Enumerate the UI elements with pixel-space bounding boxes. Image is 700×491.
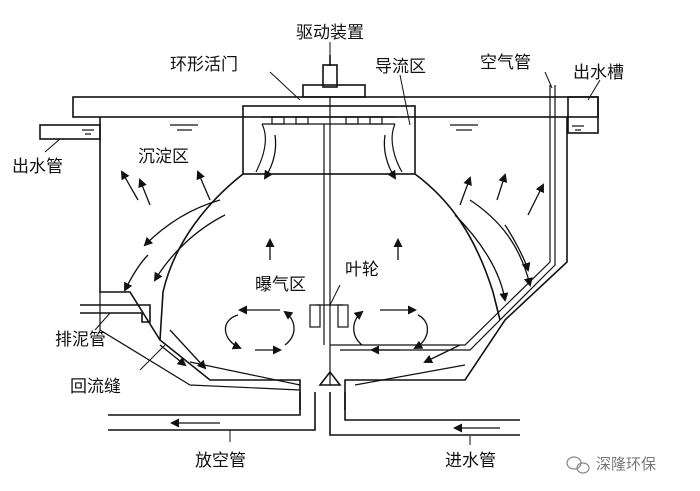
flow-arrow <box>353 310 364 346</box>
flow-arrow <box>153 214 226 282</box>
flow-arrow <box>143 199 221 247</box>
label-inlet-pipe: 进水管 <box>445 451 496 471</box>
label-outlet-pipe: 出水管 <box>12 157 63 177</box>
label-aeration-zone: 曝气区 <box>255 275 306 295</box>
flow-arrow <box>383 134 397 180</box>
flow-arrow <box>469 199 533 287</box>
flow-arrow <box>459 176 472 206</box>
tank-structure <box>39 55 599 436</box>
label-air-pipe: 空气管 <box>480 53 531 73</box>
sludge-pipe <box>80 304 151 323</box>
impeller-right <box>337 304 349 328</box>
flow-arrow <box>527 183 544 216</box>
bottom-chamber <box>99 292 301 391</box>
inner-cone <box>159 173 501 341</box>
bottom-distributor <box>318 370 342 386</box>
label-ring-gate: 环形活门 <box>170 55 238 75</box>
outlet-pipe <box>39 124 101 140</box>
label-outlet-trough: 出水槽 <box>573 63 624 83</box>
flow-arrow <box>121 170 139 201</box>
label-drive: 驱动装置 <box>296 23 364 43</box>
drive-box <box>322 64 338 88</box>
label-return-gap: 回流缝 <box>70 377 121 397</box>
bottom-cone <box>189 361 466 386</box>
flow-arrow <box>504 224 531 272</box>
flow-arrow <box>159 344 187 367</box>
label-guide-zone: 导流区 <box>375 57 426 77</box>
guide-curve-left <box>255 123 266 173</box>
label-impeller: 叶轮 <box>345 260 379 280</box>
leader-lines <box>44 42 601 445</box>
center-hub <box>302 84 366 98</box>
flow-arrow <box>169 329 207 370</box>
wechat-icon <box>566 456 590 474</box>
flow-arrow <box>283 310 295 346</box>
guide-zone-box <box>242 105 416 175</box>
label-drain-pipe: 放空管 <box>195 451 246 471</box>
impeller-left <box>309 304 321 328</box>
flow-arrow <box>496 173 508 201</box>
outlet-trough-box <box>567 96 599 134</box>
flow-arrow <box>413 314 429 349</box>
label-settling-zone: 沉淀区 <box>138 147 189 167</box>
watermark: 深隆环保 <box>566 455 656 474</box>
air-pipe-line <box>330 85 551 346</box>
watermark-text: 深隆环保 <box>596 455 656 473</box>
top-cover <box>72 96 599 118</box>
flow-arrow <box>423 344 461 363</box>
flow-arrows <box>121 134 544 433</box>
flow-arrow <box>124 254 149 292</box>
drain-pipe <box>108 392 316 431</box>
label-sludge-pipe: 排泥管 <box>55 330 106 350</box>
air-pipe-line-2 <box>340 85 556 351</box>
labels: 驱动装置 环形活门 导流区 空气管 出水槽 出水管 沉淀区 曝气区 叶轮 排泥管… <box>12 23 624 471</box>
guide-curve-right <box>391 123 403 173</box>
flow-arrow <box>263 134 277 180</box>
flow-arrow <box>138 178 151 206</box>
inlet-pipe <box>329 392 520 436</box>
impeller-blades <box>262 116 395 125</box>
water-surface-marks <box>82 124 584 135</box>
flow-arrow <box>196 170 211 201</box>
flow-arrow <box>454 214 509 302</box>
flow-arrow <box>224 314 242 350</box>
